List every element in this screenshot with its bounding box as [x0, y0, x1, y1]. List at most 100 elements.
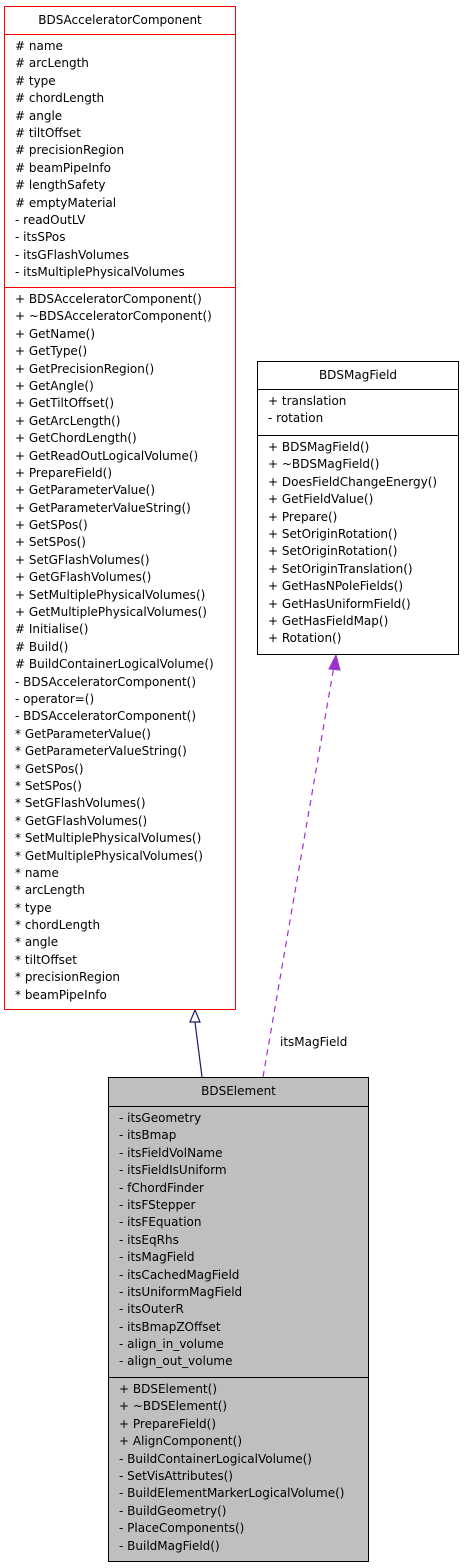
operation-item: + SetGFlashVolumes() — [15, 552, 150, 567]
operation-item: * SetSPos() — [15, 778, 82, 793]
operation-item: # Build() — [15, 639, 69, 654]
attribute-item: - readOutLV — [15, 212, 86, 227]
attribute-item: - itsBmap — [119, 1128, 177, 1143]
operation-item: + PrepareField() — [15, 465, 113, 480]
operation-item: - operator=() — [15, 691, 95, 706]
attribute-item: - itsGFlashVolumes — [15, 247, 130, 262]
attribute-item: - itsFieldIsUniform — [119, 1163, 227, 1178]
operation-item: * arcLength — [15, 883, 85, 898]
operation-item: + GetArcLength() — [15, 413, 121, 428]
attribute-item: - rotation — [268, 411, 324, 426]
operation-list: + BDSElement() + ~BDSElement() + PrepareFi… — [109, 1378, 368, 1555]
attribute-item: - itsCachedMagField — [119, 1267, 240, 1282]
class-bdsmagfield[interactable]: BDSMagField + translation - rotation + BD… — [257, 361, 459, 655]
operation-item: - BDSAcceleratorComponent() — [15, 674, 197, 689]
operation-item: + GetTiltOffset() — [15, 396, 115, 411]
attribute-item: # name — [15, 39, 63, 53]
operation-item: * GetParameterValue() — [15, 726, 151, 741]
class-title[interactable]: BDSMagField — [258, 362, 458, 390]
operation-item: - BuildMagField() — [119, 1538, 220, 1553]
attribute-item: - itsEqRhs — [119, 1232, 179, 1247]
attribute-item: - itsSPos — [15, 230, 66, 245]
operation-item: + GetHasUniformField() — [268, 596, 411, 611]
operation-item: + DoesFieldChangeEnergy() — [268, 474, 438, 489]
operation-item: * GetMultiplePhysicalVolumes() — [15, 848, 203, 863]
attribute-item: - itsGeometry — [119, 1111, 202, 1125]
operation-item: - BuildContainerLogicalVolume() — [119, 1451, 312, 1466]
usage-edge-label: itsMagField — [280, 1035, 348, 1049]
operation-item: * precisionRegion — [15, 970, 121, 985]
usage-arrowhead — [328, 653, 341, 671]
operation-item: * GetSPos() — [15, 761, 84, 776]
attribute-item: # chordLength — [15, 91, 105, 106]
operation-item: + SetOriginTranslation() — [268, 561, 413, 576]
operation-item: + ~BDSElement() — [119, 1399, 228, 1414]
attribute-item: # lengthSafety — [15, 178, 106, 193]
operation-item: + GetReadOutLogicalVolume() — [15, 448, 199, 463]
operation-item: + GetSPos() — [15, 518, 88, 533]
attribute-item: # precisionRegion — [15, 143, 125, 158]
operation-item: + GetMultiplePhysicalVolumes() — [15, 605, 207, 620]
class-title[interactable]: BDSAcceleratorComponent — [5, 7, 235, 35]
operation-item: + GetName() — [15, 326, 96, 341]
operation-item: + BDSMagField() — [268, 440, 370, 454]
operation-list: + BDSMagField()+ ~BDSMagField()+ DoesFie… — [258, 436, 458, 648]
attribute-item: - itsFStepper — [119, 1197, 196, 1212]
attribute-item: - itsMultiplePhysicalVolumes — [15, 265, 185, 280]
attribute-list: + translation - rotation — [258, 390, 458, 436]
attribute-item: # emptyMaterial — [15, 195, 117, 210]
attribute-item: # arcLength — [15, 56, 89, 71]
operation-item: + GetChordLength() — [15, 431, 137, 446]
class-title[interactable]: BDSElement — [109, 1078, 368, 1107]
operation-item: - BDSAcceleratorComponent() — [15, 709, 197, 724]
operation-item: + GetType() — [15, 344, 88, 359]
operation-item: + SetMultiplePhysicalVolumes() — [15, 587, 206, 602]
attribute-item: - fChordFinder — [119, 1180, 204, 1195]
operation-item: * angle — [15, 935, 59, 950]
attribute-item: # beamPipeInfo — [15, 160, 111, 175]
operation-item: * GetParameterValueString() — [15, 744, 187, 759]
attribute-item: # angle — [15, 108, 63, 123]
operation-item: * name — [15, 865, 59, 880]
operation-item: - BuildElementMarkerLogicalVolume() — [119, 1486, 345, 1501]
operation-item: + GetFieldValue() — [268, 492, 374, 507]
operation-item: * chordLength — [15, 918, 101, 933]
operation-item: + ~BDSAcceleratorComponent() — [15, 309, 212, 324]
operation-item: + Prepare() — [268, 509, 338, 524]
attribute-item: - itsUniformMagField — [119, 1284, 243, 1299]
operation-list: + BDSAcceleratorComponent()+ ~BDSAcceler… — [5, 288, 235, 1004]
attribute-list: - itsGeometry - itsBmap - itsFieldVolName -… — [109, 1107, 368, 1378]
operation-item: * SetMultiplePhysicalVolumes() — [15, 831, 202, 846]
class-bdselement[interactable]: BDSElement - itsGeometry - itsBmap - itsFi… — [108, 1077, 369, 1562]
operation-item: + BDSElement() — [119, 1382, 218, 1396]
attribute-item: - itsOuterR — [119, 1302, 184, 1317]
inheritance-edge — [194, 1021, 203, 1078]
attribute-item: - itsFieldVolName — [119, 1145, 223, 1160]
attribute-item: - align_out_volume — [119, 1354, 233, 1369]
attribute-item: - itsBmapZOffset — [119, 1319, 221, 1334]
operation-item: + SetOriginRotation() — [268, 544, 398, 559]
operation-item: + Rotation() — [268, 631, 342, 646]
operation-item: + GetHasFieldMap() — [268, 613, 389, 628]
attribute-item: - itsMagField — [119, 1250, 195, 1265]
attribute-item: + translation — [268, 394, 347, 408]
operation-item: * SetGFlashVolumes() — [15, 796, 146, 811]
operation-item: + GetPrecisionRegion() — [15, 361, 155, 376]
attribute-list: # name # arcLength # type # chordLength # an… — [5, 35, 235, 288]
operation-item: + PrepareField() — [119, 1416, 217, 1431]
operation-item: + SetOriginRotation() — [268, 526, 398, 541]
attribute-item: # type — [15, 73, 56, 88]
usage-edge — [262, 665, 335, 1078]
class-bdsacceleratorcomponent[interactable]: BDSAcceleratorComponent # name # arcLengt… — [4, 6, 236, 1010]
operation-item: + GetParameterValue() — [15, 483, 156, 498]
inheritance-arrowhead — [189, 1008, 201, 1023]
operation-item: # BuildContainerLogicalVolume() — [15, 657, 214, 672]
operation-item: + GetParameterValueString() — [15, 500, 191, 515]
attribute-item: - itsFEquation — [119, 1215, 202, 1230]
operation-item: + AlignComponent() — [119, 1434, 242, 1449]
operation-item: - PlaceComponents() — [119, 1521, 245, 1536]
operation-item: - SetVisAttributes() — [119, 1468, 233, 1483]
operation-item: + GetGFlashVolumes() — [15, 570, 152, 585]
operation-item: + GetAngle() — [15, 378, 94, 393]
